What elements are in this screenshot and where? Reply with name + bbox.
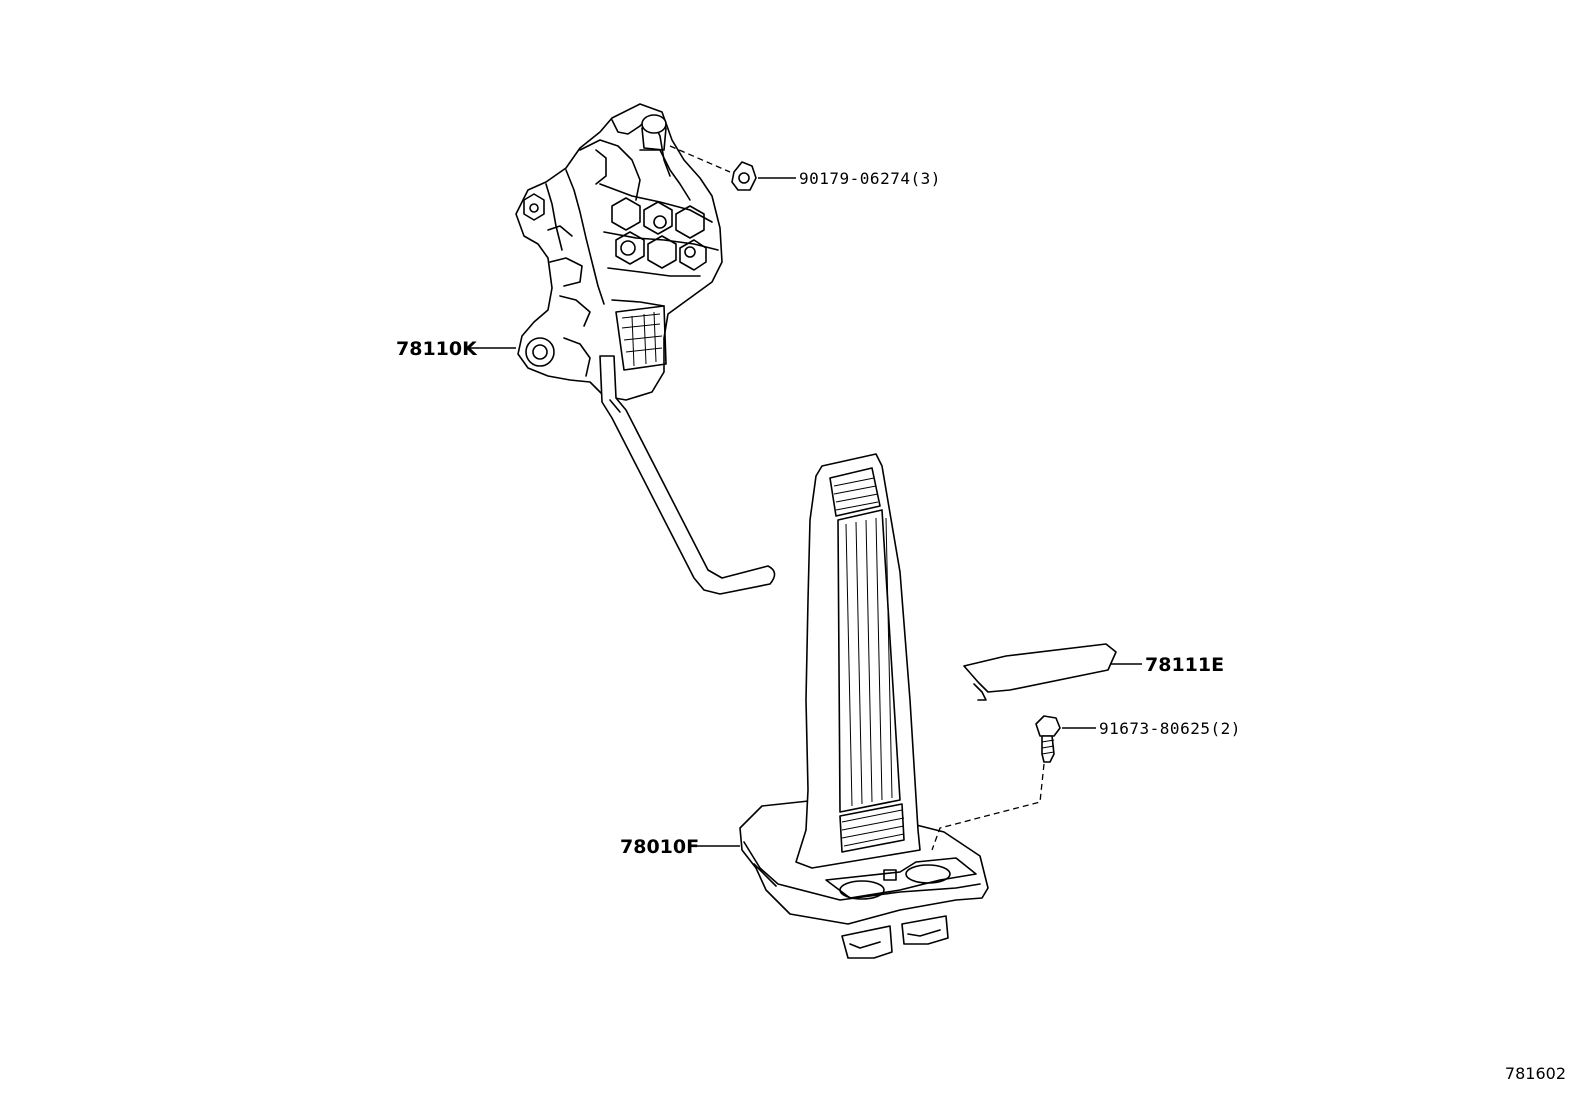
drawing-number: 781602: [1504, 1064, 1566, 1083]
pedal-assembly-part-number: 78010F: [620, 836, 699, 858]
cover-drawing: 78111E: [963, 643, 1224, 701]
nut-drawing: 90179-06274(3): [669, 145, 941, 191]
pedal-arm-drawing: [599, 355, 776, 595]
nut-part-number: 90179-06274(3): [799, 169, 941, 188]
cover-part-number: 78111E: [1145, 654, 1224, 676]
pedal-bracket-part-number: 78110K: [396, 338, 478, 360]
pedal-bracket-callout: 78110K: [396, 338, 516, 360]
pedal-assembly-callout: 78010F: [620, 836, 740, 858]
bolt-part-number: 91673-80625(2): [1099, 719, 1241, 738]
bolt-drawing: 91673-80625(2): [931, 715, 1241, 851]
pedal-pad-drawing: [739, 453, 989, 959]
pedal-bracket-drawing: [515, 103, 723, 401]
